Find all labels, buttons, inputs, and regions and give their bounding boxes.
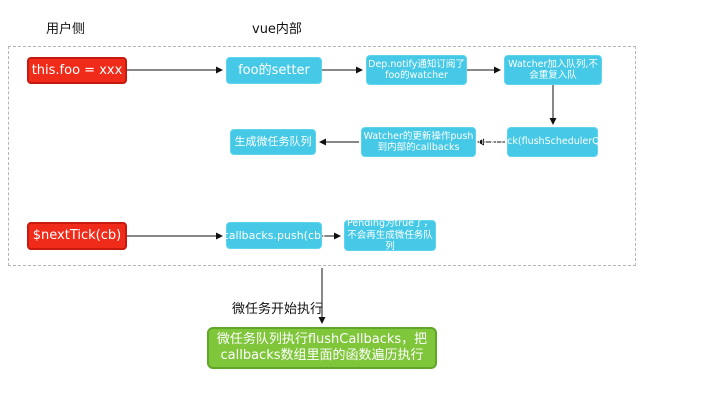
micro-task-start-label: 微任务开始执行	[232, 302, 324, 317]
this-foo-assign-node: this.foo = xxx	[27, 57, 127, 84]
next-tick-flush-node: nextTick(flushSchedulerQueue)	[478, 127, 627, 157]
watcher-queue-node: Watcher加入队列,不会重复入队	[504, 55, 602, 85]
micro-task-queue-node: 生成微任务队列	[230, 129, 316, 155]
user-side-header: 用户侧	[46, 22, 86, 37]
pending-true-node: Pending为true了，不会再生成微任务队列	[344, 218, 436, 252]
dep-notify-node: Dep.notify通知订阅了foo的watcher	[366, 55, 467, 85]
flush-callbacks-node: 微任务队列执行flushCallbacks，把callbacks数组里面的函数遍…	[207, 327, 437, 369]
vue-internal-header: vue内部	[252, 22, 302, 37]
foo-setter-node: foo的setter	[226, 57, 322, 84]
callbacks-push-node: callbacks.push(cb)	[223, 222, 325, 249]
vue-internal-frame	[8, 46, 636, 266]
watcher-update-node: Watcher的更新操作push到内部的callbacks	[361, 127, 476, 157]
next-tick-cb-node: $nextTick(cb)	[27, 222, 127, 250]
